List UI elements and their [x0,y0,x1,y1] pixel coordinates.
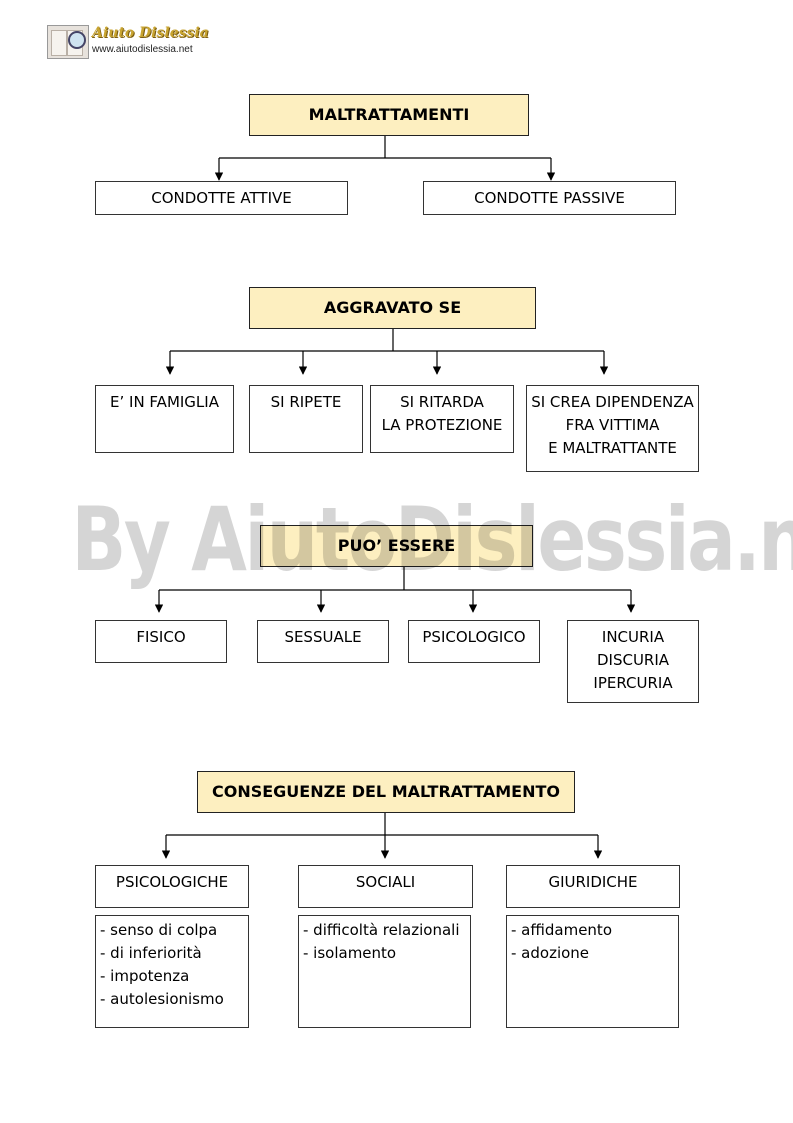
node-line: INCURIA [601,628,665,646]
node-title: AGGRAVATO SE [323,298,462,317]
node-line: IPERCURIA [593,674,673,692]
list-item: - difficoltà relazionali [303,921,460,939]
node-line: LA PROTEZIONE [381,416,503,434]
node-sociali: SOCIALI [298,865,473,908]
node-title: PUO’ ESSERE [337,536,456,555]
node-conseguenze: CONSEGUENZE DEL MALTRATTAMENTO [197,771,575,813]
list-item: - impotenza [100,967,190,985]
node-psicologiche: PSICOLOGICHE [95,865,249,908]
node-maltrattamenti: MALTRATTAMENTI [249,94,529,136]
node-si-ripete: SI RIPETE [249,385,363,453]
list-psicologiche: - senso di colpa - di inferiorità - impo… [95,915,249,1028]
list-giuridiche: - affidamento - adozione [506,915,679,1028]
node-label: SOCIALI [355,873,416,891]
node-line: SESSUALE [284,628,362,646]
node-giuridiche: GIURIDICHE [506,865,680,908]
node-psicologico: PSICOLOGICO [408,620,540,663]
node-label: CONDOTTE ATTIVE [151,189,292,207]
node-puo-essere: PUO’ ESSERE [260,525,533,567]
node-label: GIURIDICHE [548,873,638,891]
node-line: FISICO [136,628,186,646]
node-title: MALTRATTAMENTI [308,105,470,124]
node-condotte-passive: CONDOTTE PASSIVE [423,181,676,215]
list-item: - autolesionismo [100,990,224,1008]
logo-book-icon [47,25,89,59]
node-incuria: INCURIA DISCURIA IPERCURIA [567,620,699,703]
list-item: - senso di colpa [100,921,218,939]
node-aggravato-se: AGGRAVATO SE [249,287,536,329]
node-line: FRA VITTIMA [565,416,660,434]
list-item: - di inferiorità [100,944,202,962]
node-label: CONDOTTE PASSIVE [474,189,625,207]
node-condotte-attive: CONDOTTE ATTIVE [95,181,348,215]
node-title: CONSEGUENZE DEL MALTRATTAMENTO [211,782,561,801]
list-sociali: - difficoltà relazionali - isolamento [298,915,471,1028]
node-sessuale: SESSUALE [257,620,389,663]
list-item: - adozione [511,944,590,962]
node-line: SI CREA DIPENDENZA [531,393,694,411]
node-fisico: FISICO [95,620,227,663]
logo-title: Aiuto Dislessia [92,25,209,41]
node-line: DISCURIA [596,651,670,669]
node-line: PSICOLOGICO [422,628,526,646]
node-si-ritarda: SI RITARDA LA PROTEZIONE [370,385,514,453]
node-line: E MALTRATTANTE [548,439,677,457]
node-line: SI RIPETE [270,393,342,411]
node-dipendenza: SI CREA DIPENDENZA FRA VITTIMA E MALTRAT… [526,385,699,472]
node-label: PSICOLOGICHE [115,873,229,891]
list-item: - affidamento [511,921,612,939]
node-in-famiglia: E’ IN FAMIGLIA [95,385,234,453]
node-line: SI RITARDA [400,393,484,411]
list-item: - isolamento [303,944,397,962]
site-logo[interactable]: Aiuto Dislessia www.aiutodislessia.net [47,25,209,61]
node-line: E’ IN FAMIGLIA [110,393,219,411]
logo-url: www.aiutodislessia.net [92,44,193,55]
